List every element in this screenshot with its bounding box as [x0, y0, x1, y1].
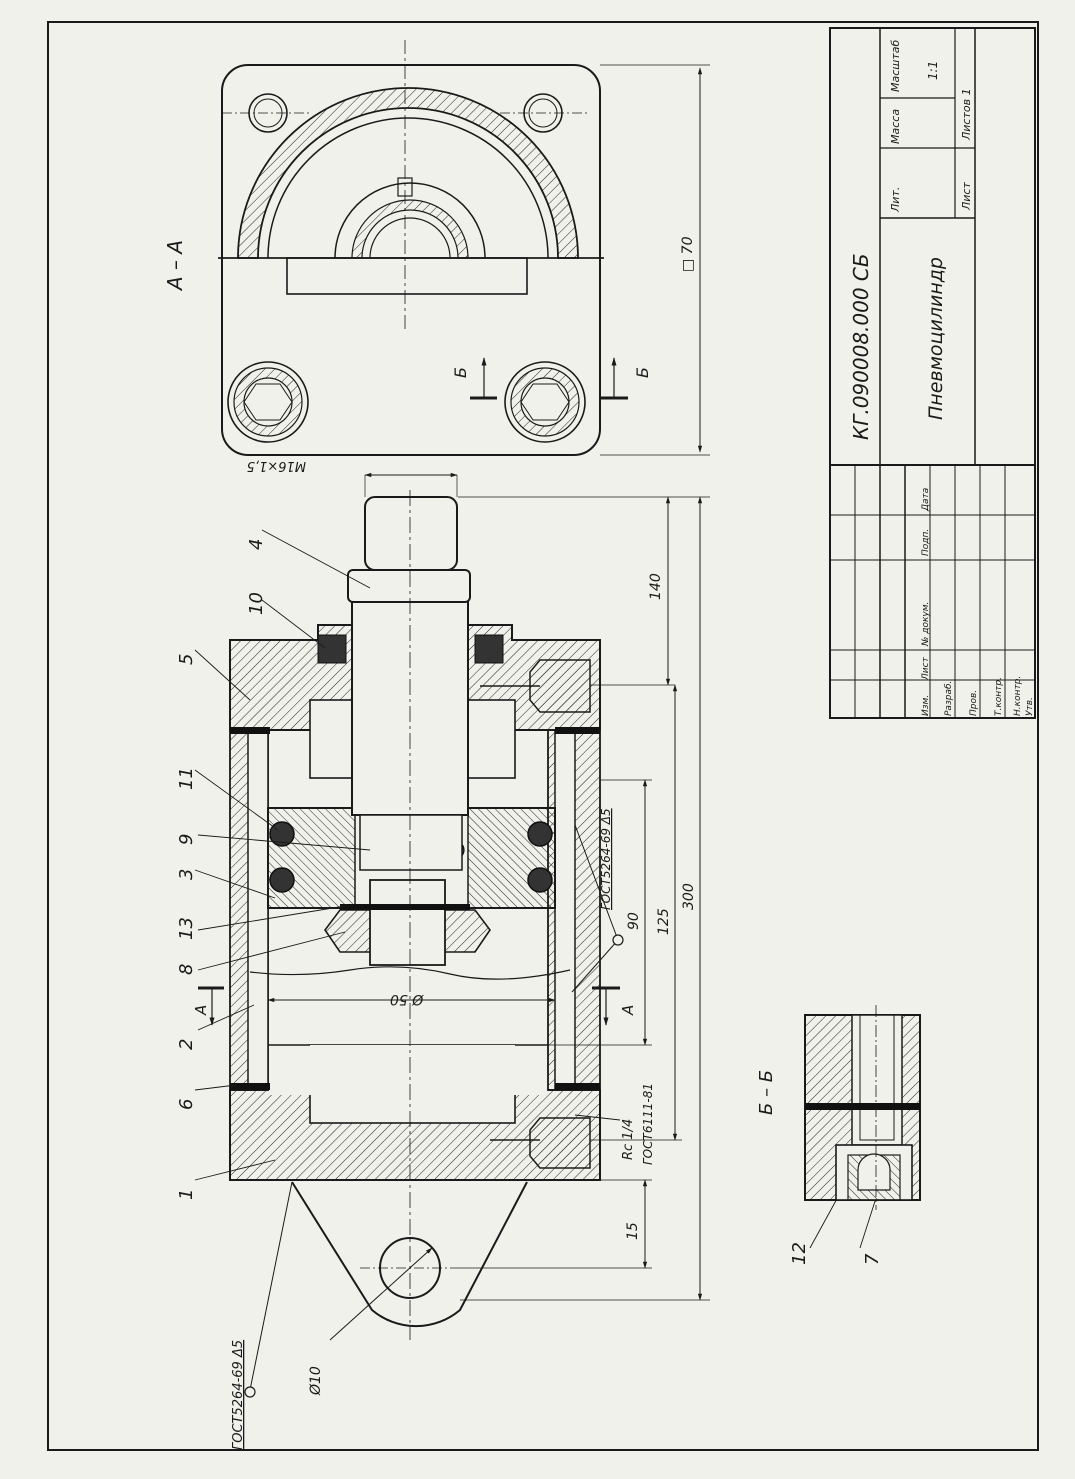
outer-frame [47, 21, 1039, 1451]
dim-90: 90 [626, 912, 642, 930]
drawing-name: Пневмоцилиндр [925, 257, 947, 420]
dim-125: 125 [656, 908, 672, 935]
section-bb-title: Б – Б [756, 1070, 777, 1115]
col-mass: Масса [889, 109, 902, 144]
callout-1: 1 [176, 1189, 197, 1200]
callout-6: 6 [176, 1099, 197, 1110]
callout-2: 2 [176, 1039, 197, 1050]
section-aa-title: А – А [163, 240, 187, 292]
header-list: Лист [921, 656, 931, 681]
cut-a-label-left: А [192, 1005, 210, 1016]
row-utv: Утв. [1025, 697, 1035, 716]
row-nkontr: Н.контр. [1013, 676, 1023, 716]
callout-10: 10 [246, 592, 267, 615]
cut-b-label-left: Б [451, 367, 470, 378]
header-izm: Изм. [921, 695, 931, 716]
cylinder-main-view [198, 490, 620, 1340]
callout-4: 4 [246, 539, 267, 550]
section-bb-view [804, 1005, 921, 1210]
callout-11: 11 [176, 767, 197, 790]
dim-dia-10: Ø10 [308, 1366, 324, 1396]
header-date: Дата [921, 488, 931, 512]
drawing-designation: КГ.090008.000 СБ [849, 253, 873, 440]
dim-square-70: □ 70 [680, 236, 696, 272]
main-dimensions [244, 472, 710, 1398]
callout-9: 9 [176, 834, 197, 845]
dim-15: 15 [625, 1222, 641, 1240]
col-scale: Масштаб [889, 40, 902, 92]
cut-b-label-right: Б [633, 367, 652, 378]
callout-13: 13 [176, 917, 197, 940]
sheets-label: Листов 1 [960, 88, 973, 141]
callout-12: 12 [789, 1242, 810, 1265]
title-block [829, 27, 1036, 719]
section-aa-view [218, 40, 710, 456]
row-razrab: Разраб. [944, 681, 954, 716]
dim-port-rc: Rc 1/4 [621, 1119, 636, 1160]
row-tkontr: Т.контр. [994, 677, 1004, 716]
callout-5: 5 [176, 654, 197, 665]
sheet-label: Лист [960, 182, 973, 211]
callout-7: 7 [862, 1253, 883, 1265]
dim-thread-m16: М16×1,5 [247, 458, 306, 473]
weld-std-left: ГОСТ5264-69 Δ5 [231, 1340, 246, 1450]
callout-3: 3 [176, 869, 197, 880]
weld-std-right: ГОСТ5264-69 Δ5 [599, 808, 613, 910]
dim-dia-50: Ø 50 [390, 991, 424, 1007]
header-sign: Подп. [921, 529, 931, 556]
row-prov: Пров. [969, 690, 979, 716]
dim-port-std: ГОСТ6111-81 [641, 1083, 655, 1165]
scale-value: 1:1 [926, 61, 940, 80]
dim-140: 140 [648, 573, 664, 600]
cut-a-label-right: А [619, 1005, 637, 1016]
col-lit: Лит. [889, 187, 902, 213]
dim-300: 300 [681, 883, 697, 910]
callout-8: 8 [176, 964, 197, 975]
header-doc: № докум. [921, 602, 931, 647]
